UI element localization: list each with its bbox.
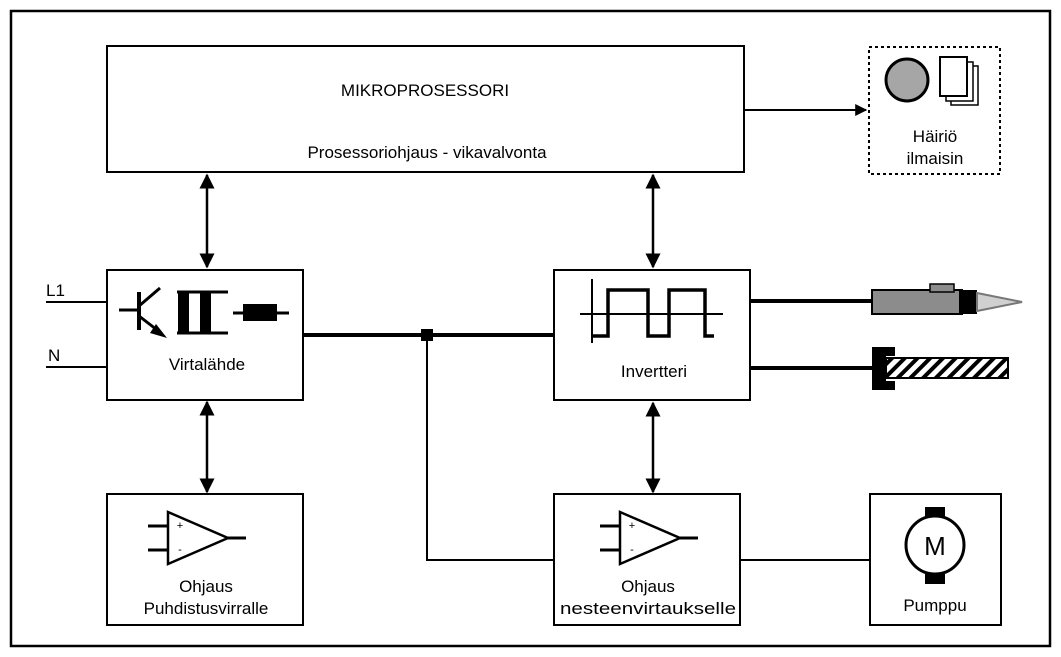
bus-to-fluid-line: [426, 341, 554, 561]
document-stack-icon: [939, 56, 979, 106]
microprocessor-title: MIKROPROSESSORI: [341, 81, 509, 100]
fault-indicator-label-1: Häiriö: [913, 127, 957, 146]
handpiece-icon: [871, 283, 1023, 315]
microprocessor-subtitle: Prosessoriohjaus - vikavalvonta: [307, 143, 547, 162]
svg-text:+: +: [629, 520, 635, 532]
fluid-control-label-2: nesteenvirtaukselle: [560, 599, 736, 618]
bus-junction: [421, 329, 433, 341]
input-l1-label: L1: [46, 281, 65, 300]
transistor-icon: [119, 286, 167, 338]
cleaning-control-block: + - Ohjaus Puhdistusvirralle: [106, 493, 304, 626]
svg-text:+: +: [177, 520, 183, 532]
resistor-icon: [233, 304, 289, 321]
motor-symbol: M: [924, 531, 946, 561]
power-supply-block: Virtalähde: [106, 269, 304, 401]
opamp-icon: + -: [148, 510, 246, 566]
fault-indicator-label-2: ilmaisin: [907, 149, 964, 168]
pump-block: M Pumppu: [869, 493, 1002, 626]
square-wave-icon: [580, 279, 723, 343]
outer-frame: [9, 9, 1052, 648]
cleaning-control-label-2: Puhdistusvirralle: [144, 599, 269, 618]
power-supply-label: Virtalähde: [169, 355, 245, 374]
opamp-icon: + -: [600, 510, 698, 566]
input-n-label: N: [48, 346, 60, 365]
svg-text:-: -: [630, 544, 634, 556]
svg-text:-: -: [178, 544, 182, 556]
transformer-icon: [177, 290, 228, 335]
fluid-control-block: + - Ohjaus nesteenvirtaukselle: [553, 493, 741, 626]
pump-label: Pumppu: [903, 596, 966, 615]
microprocessor-block: MIKROPROSESSORI Prosessoriohjaus - vikav…: [106, 45, 745, 173]
indicator-lamp-icon: [884, 57, 930, 103]
cable-connector-icon: [872, 347, 1009, 390]
fault-indicator-block: Häiriö ilmaisin: [868, 46, 1001, 175]
cleaning-control-label-1: Ohjaus: [179, 577, 233, 596]
fluid-control-label-1: Ohjaus: [621, 577, 675, 596]
motor-icon: M: [904, 507, 966, 584]
inverter-block: Invertteri: [553, 269, 751, 401]
input-lines: L1 N: [46, 281, 107, 368]
inverter-label: Invertteri: [621, 362, 687, 381]
